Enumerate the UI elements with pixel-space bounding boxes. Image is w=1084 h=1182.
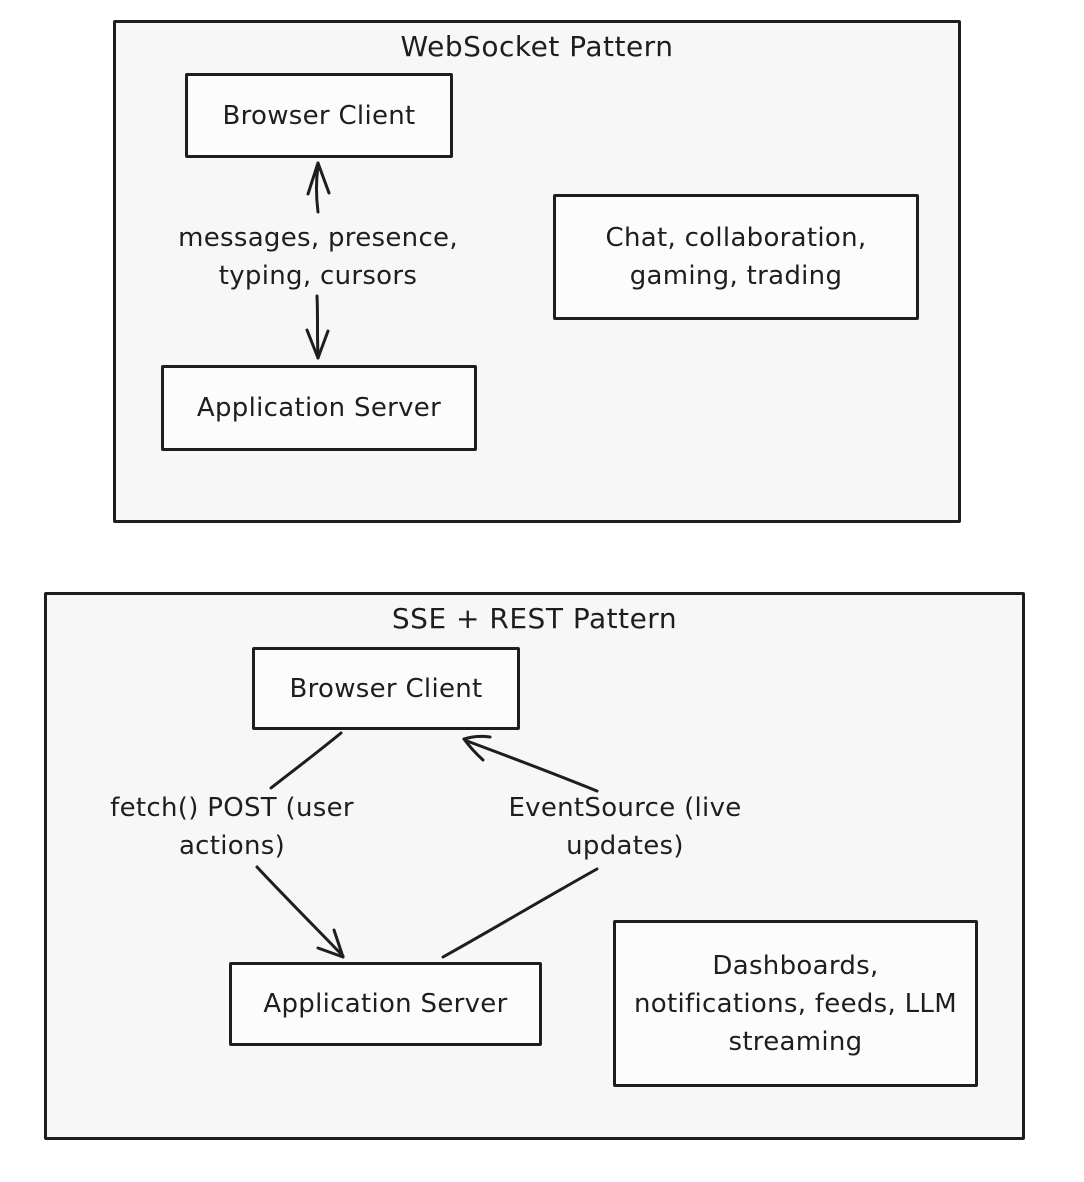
ws-edge-label: messages, presence, typing, cursors: [178, 223, 458, 291]
sse-application-server-node: Application Server: [229, 962, 542, 1046]
ws-browser-client-node: Browser Client: [185, 73, 453, 158]
ws-use-cases-node: Chat, collaboration, gaming, trading: [553, 194, 919, 320]
sse-browser-client-node: Browser Client: [252, 647, 520, 730]
sse-rest-pattern-title: SSE + REST Pattern: [391, 602, 678, 635]
sse-use-cases-node: Dashboards, notifications, feeds, LLM st…: [613, 920, 978, 1087]
sse-eventsource-label: EventSource (live updates): [508, 793, 742, 861]
ws-application-server-node: Application Server: [161, 365, 477, 451]
sse-fetch-post-label: fetch() POST (user actions): [110, 793, 354, 861]
websocket-pattern-title: WebSocket Pattern: [400, 30, 674, 63]
